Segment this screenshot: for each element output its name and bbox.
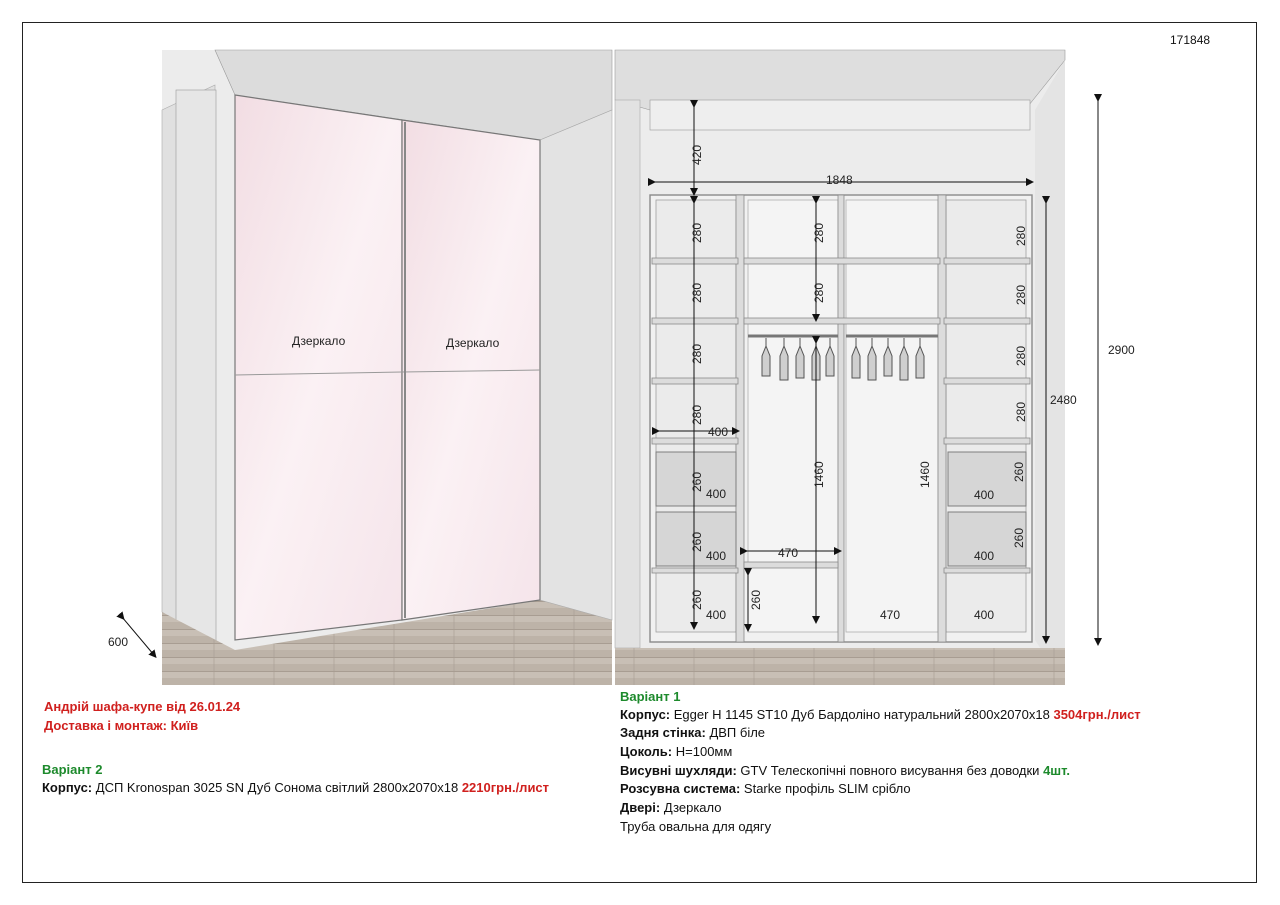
drawer-height-right-2: 260 (1012, 528, 1026, 548)
hang-height-left: 1460 (812, 461, 826, 488)
sheet-border (22, 22, 1257, 883)
hang-height-right: 1460 (918, 461, 932, 488)
left-view: 600 Дзеркало Дзеркало (108, 49, 613, 685)
right-floor (615, 648, 1065, 685)
left-pillar (175, 89, 217, 646)
shelf-dim-left-3: 280 (690, 344, 704, 364)
variant1-body-label: Корпус: (620, 707, 671, 722)
drawer-height-left-2: 260 (690, 532, 704, 552)
variant1-sliding: Розсувна система: Starke профіль SLIM ср… (620, 780, 911, 799)
left-section-width: 400 (708, 425, 728, 439)
door-right-divider (401, 369, 541, 373)
order-id: 171848 (1170, 33, 1211, 47)
left-floor (162, 600, 612, 685)
top-filler (649, 99, 1031, 131)
variant1-plinth-label: Цоколь: (620, 744, 673, 759)
variant1-body-value: Egger H 1145 ST10 Дуб Бардоліно натураль… (673, 707, 1050, 722)
variant1-back-label: Задня стінка: (620, 725, 706, 740)
drawer-height-left-1: 260 (690, 472, 704, 492)
variant1-plinth-value: H=100мм (675, 744, 733, 759)
variant1-body-price: 3504грн./лист (1053, 707, 1141, 722)
shelf-dim-left-1: 280 (690, 223, 704, 243)
shelf-dim-right-2: 280 (1014, 285, 1028, 305)
variant1-rail-note: Труба овальна для одягу (620, 819, 772, 834)
variant2-body: Корпус: ДСП Kronospan 3025 SN Дуб Сонома… (42, 780, 549, 795)
variant1-drawers-label: Висувні шухляди: (620, 763, 737, 778)
variant1-sliding-value: Starke профіль SLIM срібло (743, 781, 911, 796)
variant1-body: Корпус: Egger H 1145 ST10 Дуб Бардоліно … (620, 706, 1141, 725)
client-title: Андрій шафа-купе від 26.01.24 (44, 699, 241, 714)
drawer-width-right-2: 400 (974, 549, 994, 563)
variant1-back: Задня стінка: ДВП біле (620, 724, 765, 743)
variant2-price: 2210грн./лист (461, 780, 550, 795)
door-label-right: Дзеркало (446, 336, 500, 350)
variant2-body-value: ДСП Kronospan 3025 SN Дуб Сонома світлий… (95, 780, 459, 795)
variant1-plinth: Цоколь: H=100мм (620, 743, 732, 762)
drawer-width-left-2: 400 (706, 549, 726, 563)
depth-dim: 600 (108, 635, 128, 649)
mid-bottom-height: 260 (749, 590, 763, 610)
shelf-dim-right-3: 280 (1014, 346, 1028, 366)
door-right (401, 119, 541, 621)
variant1-drawers: Висувні шухляди: GTV Телескопічні повног… (620, 762, 1070, 781)
right-view: 1848 420 2900 2480 280 280 280 280 280 2… (614, 49, 1135, 685)
door-label-left: Дзеркало (292, 334, 346, 348)
mid-width-bottom: 470 (880, 608, 900, 622)
drawer-width-left-1: 400 (706, 487, 726, 501)
drawer-width-right-1: 400 (974, 488, 994, 502)
variant1-heading: Варіант 1 (620, 689, 681, 704)
width-dim: 1848 (826, 173, 853, 187)
total-height-dim: 2900 (1108, 343, 1135, 357)
variant1-doors-value: Дзеркало (663, 800, 722, 815)
variant1-back-value: ДВП біле (709, 725, 766, 740)
client-delivery: Доставка і монтаж: Київ (44, 718, 199, 733)
left-right-wall (539, 109, 613, 621)
drawer-width-right-3: 400 (974, 608, 994, 622)
shelf-dim-right-4: 280 (1014, 402, 1028, 422)
variant2-body-label: Корпус: (42, 780, 93, 795)
door-left-divider (234, 371, 403, 376)
depth-arrow (116, 611, 157, 659)
cabinet-height-dim: 2480 (1050, 393, 1077, 407)
variant1-doors-label: Двері: (620, 800, 661, 815)
shelf-dim-left-2: 280 (690, 283, 704, 303)
right-pillar (614, 99, 641, 649)
right-side-wall (1035, 60, 1065, 685)
mid-width-top: 470 (778, 546, 798, 560)
variant1-doors: Двері: Дзеркало (620, 799, 722, 818)
shelf-dim-mid-1: 280 (812, 223, 826, 243)
variant1-drawers-count: 4шт. (1043, 763, 1070, 778)
top-gap-dim: 420 (690, 145, 704, 165)
variant1-sliding-label: Розсувна система: (620, 781, 741, 796)
shelf-dim-right-1: 280 (1014, 226, 1028, 246)
drawer-height-right-1: 260 (1012, 462, 1026, 482)
variant1-drawers-value: GTV Телескопічні повного висування без д… (740, 763, 1040, 778)
drawer-height-left-3: 260 (690, 590, 704, 610)
shelf-dim-mid-2: 280 (812, 283, 826, 303)
drawer-width-left-3: 400 (706, 608, 726, 622)
door-left (234, 94, 403, 641)
variant2-heading: Варіант 2 (42, 762, 103, 777)
shelf-dim-left-4: 280 (690, 405, 704, 425)
